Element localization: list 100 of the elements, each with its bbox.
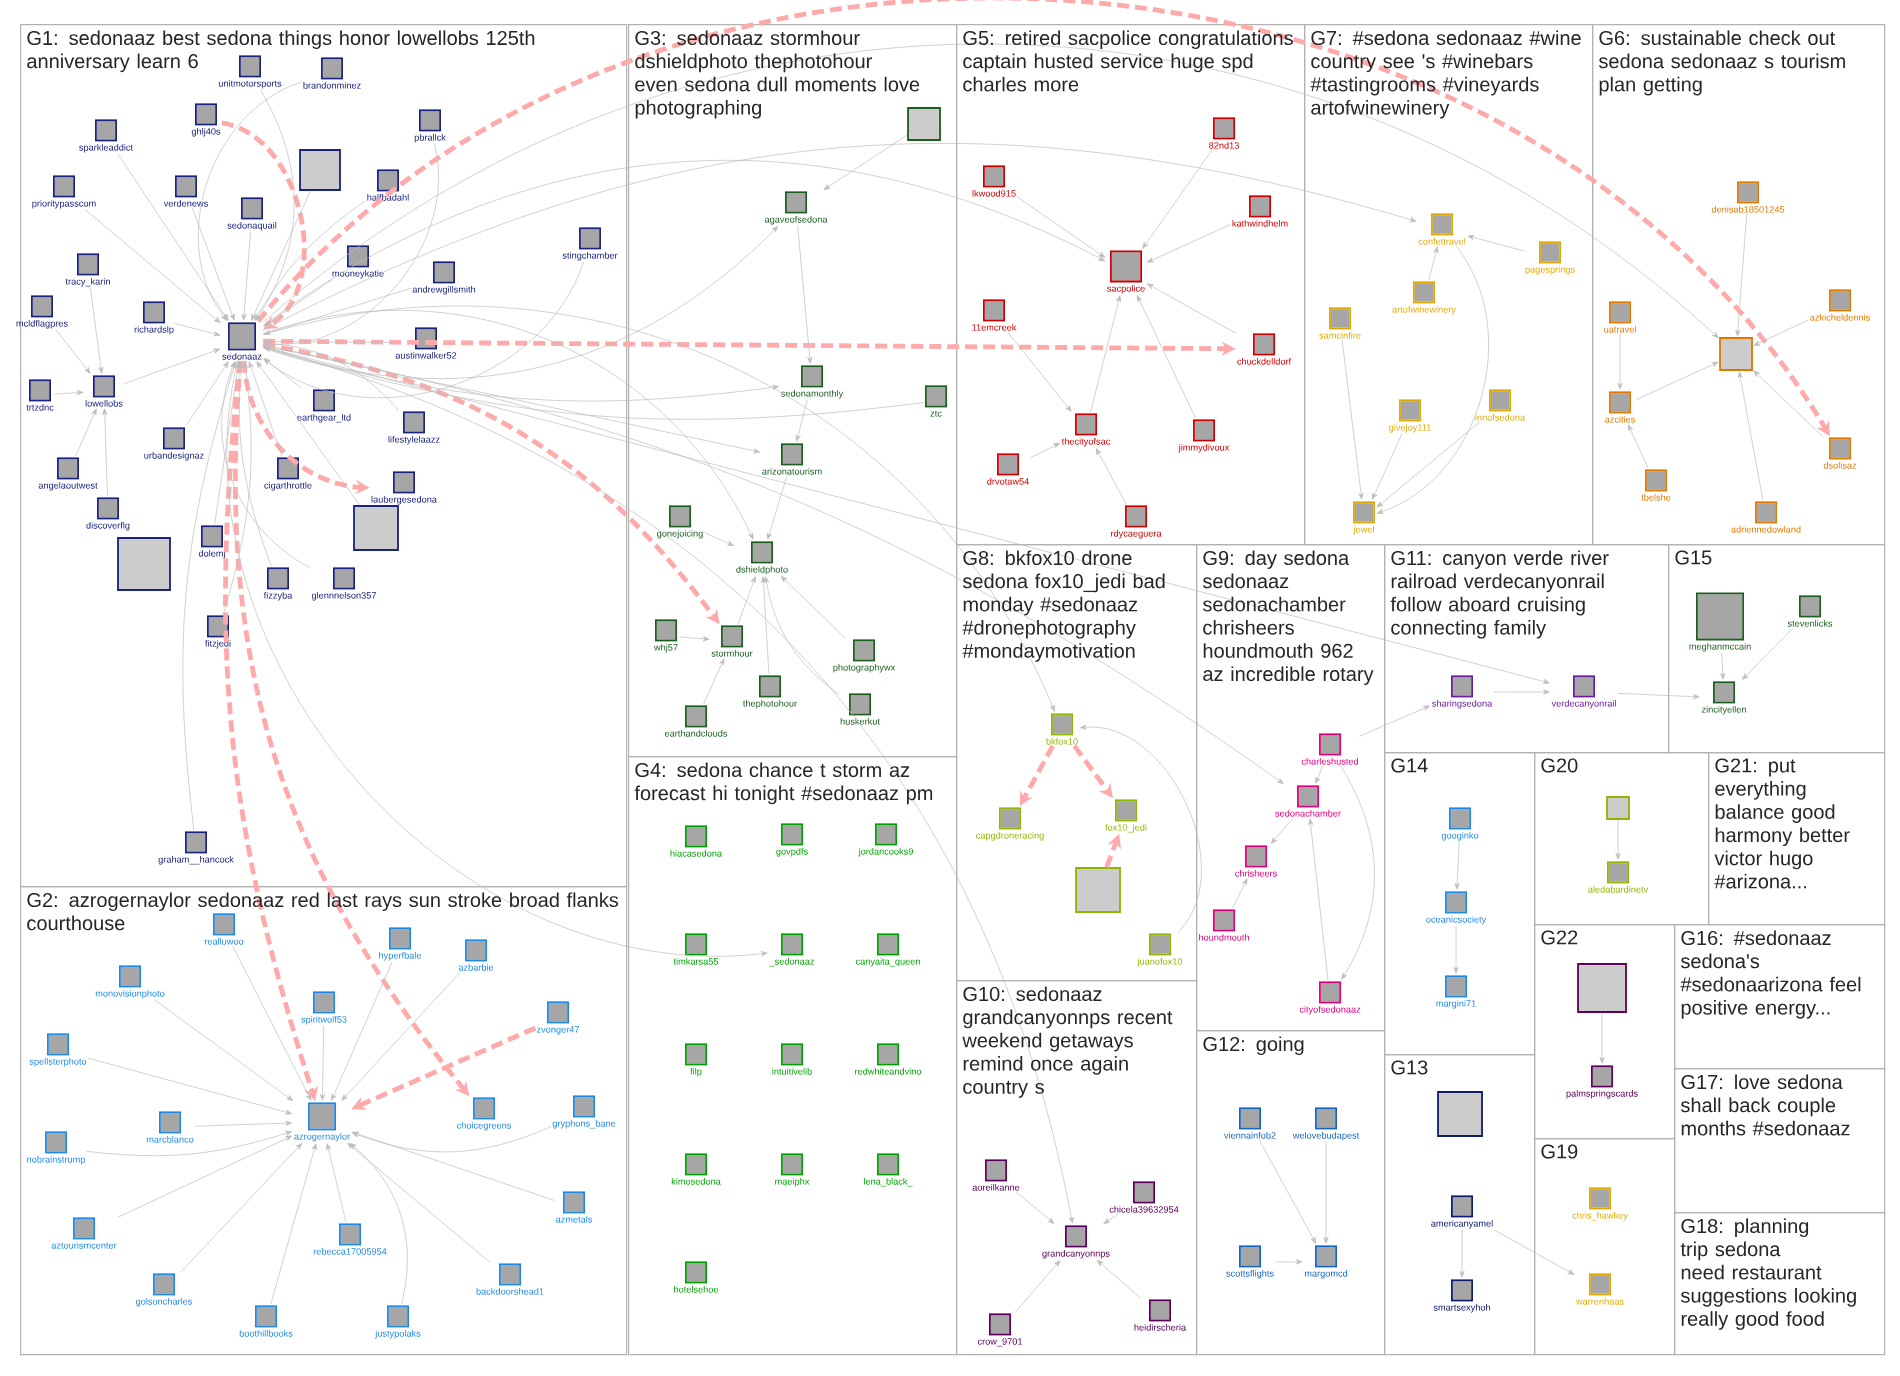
picture-block	[1075, 867, 1121, 913]
arrow	[1103, 1213, 1119, 1224]
picture-block	[907, 107, 941, 141]
group-title: G14	[1391, 758, 1428, 773]
group-box	[956, 23, 1306, 546]
arrow	[1720, 652, 1726, 680]
arrow	[223, 361, 252, 615]
arrow	[797, 225, 813, 364]
arrow	[237, 361, 272, 567]
group-title: G17: love sedona shall back couple months #sedonaaz	[1681, 1074, 1850, 1136]
arrow	[1467, 235, 1525, 252]
arrow	[263, 143, 439, 347]
group-title: G2: azrogernaylor sedonaaz red last rays sun stroke broad flanks courthouse	[27, 892, 619, 931]
arrow	[248, 361, 283, 457]
group-title: G16: #sedonaaz sedona's #sedonaarizona feel positive energy...	[1680, 930, 1861, 1019]
group-title: G9: day sedona sedonaaz sedonachamber chrisheers houndmouth 962 az incredible rotary	[1203, 550, 1374, 685]
arrow	[1753, 319, 1809, 346]
arrow	[1428, 246, 1439, 281]
arrow	[263, 338, 395, 344]
arrow	[263, 358, 302, 389]
arrow	[254, 200, 366, 321]
arrow	[678, 636, 710, 642]
group-box	[1534, 752, 1710, 926]
arrow	[1146, 224, 1232, 263]
group-box	[1384, 1054, 1536, 1356]
arrow	[263, 261, 585, 399]
arrow	[182, 361, 237, 831]
group-title: G6: sustainable check out sedona sedonaaz s tourism plan getting	[1599, 30, 1845, 96]
arrow	[1315, 765, 1324, 784]
group-box	[20, 23, 628, 888]
arrow	[351, 1126, 552, 1153]
arrow	[351, 1131, 555, 1201]
group-box	[1708, 752, 1886, 926]
arrow	[766, 475, 788, 540]
arrow	[221, 361, 311, 569]
arrow	[1627, 424, 1649, 469]
group-title: G3: sedonaaz stormhour dshieldphoto thephotohour even sedona dull moments love photographing	[635, 30, 920, 119]
arrow	[262, 160, 1106, 326]
picture-block	[1577, 963, 1627, 1013]
arrow	[1030, 442, 1060, 459]
arrow	[737, 576, 756, 625]
arrow	[270, 1143, 317, 1305]
arrow	[703, 658, 725, 705]
arrow	[795, 399, 808, 442]
group-title: G21: put everything balance good harmony better victor hugo #arizona...	[1714, 758, 1850, 889]
picture-block	[353, 505, 399, 551]
arrow	[319, 1025, 326, 1101]
arrow	[191, 207, 235, 321]
arrow	[331, 961, 393, 1101]
arrow	[75, 408, 97, 457]
arrow	[232, 945, 312, 1101]
group-title: G10: sedonaaz grandcanyonnps recent weekend getaways remind once again country s	[962, 986, 1173, 1098]
arrow	[262, 43, 1719, 339]
group-box	[1674, 1068, 1886, 1214]
arrow	[1376, 245, 1489, 514]
group-box	[1674, 1212, 1886, 1356]
arrow	[1753, 370, 1823, 437]
arrow	[1493, 1229, 1575, 1275]
arrow	[214, 361, 241, 525]
arrow	[90, 287, 104, 374]
picture-block	[1437, 1091, 1483, 1137]
group-box	[1304, 23, 1594, 546]
group-box	[1196, 1030, 1386, 1356]
group-title: G13	[1391, 1060, 1428, 1075]
group-title: G4: sedona chance t storm az forecast hi tonight #sedonaaz pm	[634, 762, 933, 805]
arrow	[256, 361, 360, 506]
arrow	[1090, 295, 1122, 413]
group-title: G15	[1675, 550, 1712, 565]
arrow	[255, 89, 295, 321]
arrow	[704, 532, 735, 546]
group-box	[956, 544, 1198, 982]
arrow	[1258, 1139, 1317, 1244]
group-box	[628, 23, 958, 758]
arrow	[1007, 331, 1072, 412]
arrow	[1014, 1260, 1061, 1313]
arrow	[241, 231, 251, 321]
arrow	[1735, 213, 1748, 337]
arrow	[174, 323, 221, 337]
arrow	[1737, 371, 1764, 501]
arrow	[1015, 1191, 1055, 1224]
arrow	[251, 190, 311, 321]
arrow	[1096, 1260, 1141, 1299]
group-box	[20, 886, 628, 1356]
group-title: G22	[1541, 930, 1578, 945]
group-title: G19	[1541, 1144, 1578, 1159]
group-title: G1: sedonaaz best sedona things honor lowellobs 125th anniversary learn 6	[27, 30, 535, 73]
group-title: G8: bkfox10 drone sedona fox10_jedi bad monday #sedonaaz #dronephotography #mondaymotivation	[962, 550, 1165, 662]
arrow	[263, 287, 412, 335]
arrow	[84, 209, 221, 324]
arrow	[823, 134, 908, 190]
arrow	[1636, 361, 1719, 400]
arrow	[263, 346, 925, 420]
arrow	[1359, 705, 1431, 737]
arrow	[341, 971, 461, 1101]
arrow	[1454, 841, 1460, 890]
arrow	[55, 329, 91, 374]
arrow	[1341, 339, 1364, 500]
arrow	[1095, 448, 1127, 505]
group-box	[1534, 924, 1676, 1140]
arrow	[760, 576, 770, 675]
